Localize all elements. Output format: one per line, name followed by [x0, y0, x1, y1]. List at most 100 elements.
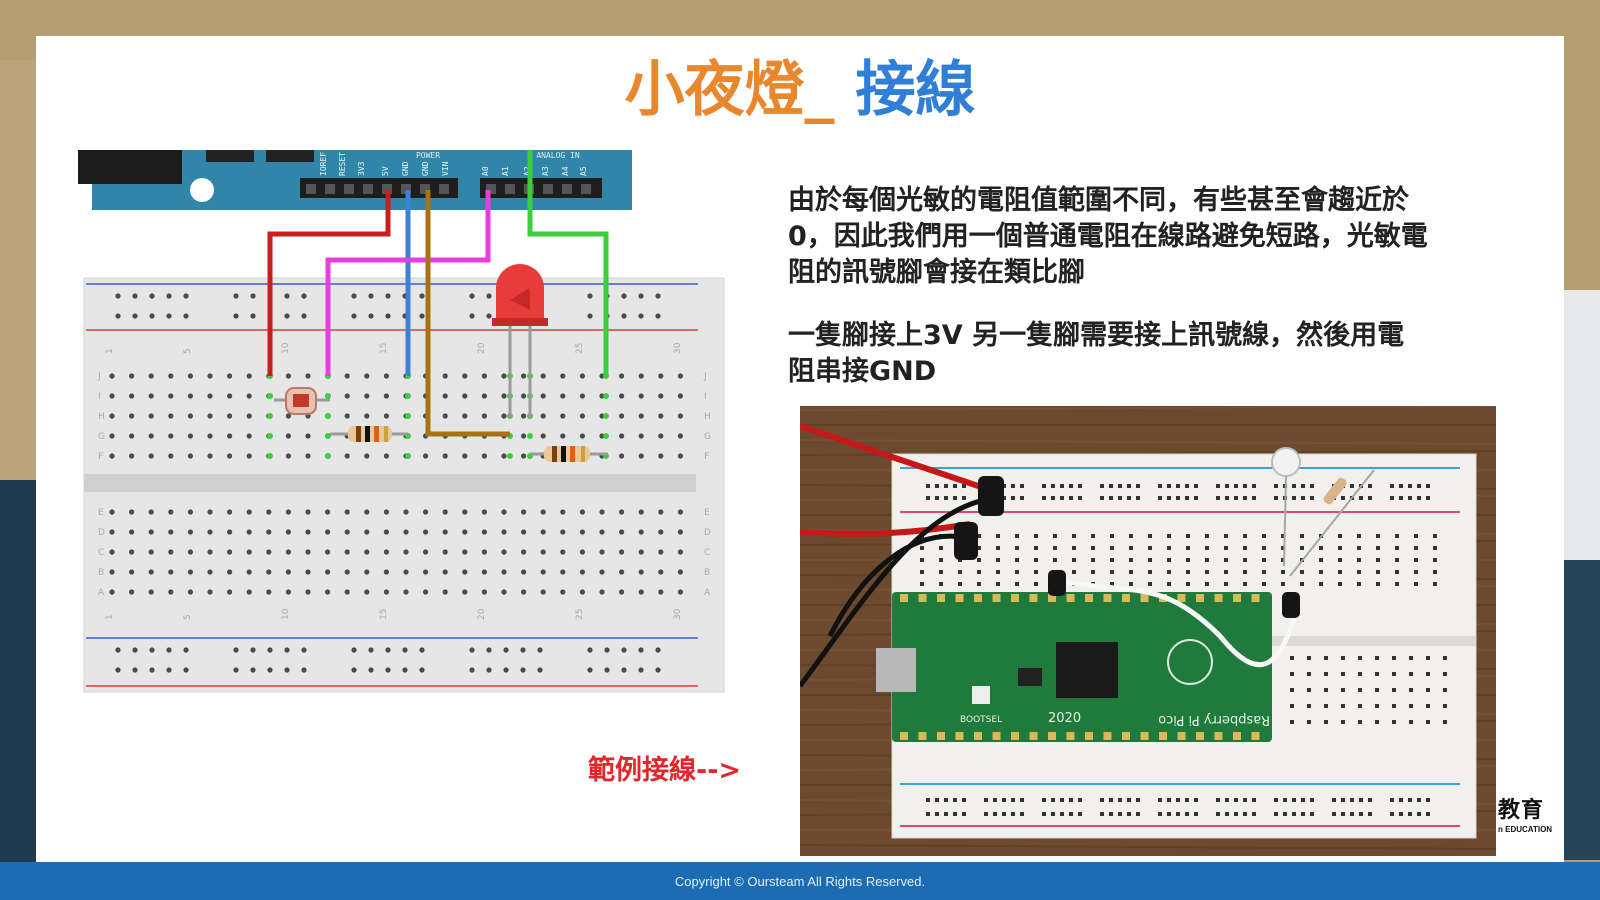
photo-hole: [1072, 570, 1076, 574]
photo-hole: [1185, 798, 1189, 802]
breadboard-hole: [579, 529, 585, 535]
photo-hole: [953, 496, 957, 500]
photo-hole: [1053, 546, 1057, 550]
photo-hole: [993, 812, 997, 816]
header-pin: [363, 184, 373, 194]
rail-hole: [115, 293, 121, 299]
breadboard-hole: [442, 509, 448, 515]
photo-hole: [1414, 546, 1418, 550]
breadboard-hole: [246, 589, 252, 595]
photo-hole: [1443, 704, 1447, 708]
breadboard-hole: [344, 393, 350, 399]
photo-hole: [1324, 672, 1328, 676]
row-letter: A: [98, 588, 105, 598]
breadboard-hole: [364, 453, 370, 459]
breadboard-hole: [129, 509, 135, 515]
photo-hole: [1300, 582, 1304, 586]
breadboard-hole: [148, 373, 154, 379]
breadboard-hole: [599, 549, 605, 555]
photo-hole: [996, 570, 1000, 574]
rail-hole: [284, 313, 290, 319]
column-number: 1: [105, 348, 115, 354]
rail-hole: [537, 667, 543, 673]
photo-hole: [1011, 812, 1015, 816]
photo-wire-black-2: [800, 495, 997, 688]
breadboard-hole: [383, 569, 389, 575]
rail-hole: [301, 647, 307, 653]
breadboard-hole: [638, 373, 644, 379]
connected-hole: [603, 393, 609, 399]
connected-hole: [267, 393, 273, 399]
rail-hole: [132, 647, 138, 653]
photo-hole: [1357, 582, 1361, 586]
photo-hole: [1252, 812, 1256, 816]
breadboard-hole: [462, 509, 468, 515]
header-pin: [562, 184, 572, 194]
breadboard-hole: [129, 549, 135, 555]
photo-hole: [1392, 656, 1396, 660]
breadboard-hole: [344, 373, 350, 379]
column-number: 5: [183, 348, 193, 354]
photo-hole: [1110, 546, 1114, 550]
photo-hole: [1443, 672, 1447, 676]
breadboard-hole: [383, 549, 389, 555]
pico-flash: [1018, 668, 1042, 686]
photo-hole: [1426, 688, 1430, 692]
breadboard-hole: [109, 569, 115, 575]
photo-hole: [1234, 812, 1238, 816]
breadboard-hole: [187, 393, 193, 399]
photo-hole: [1301, 812, 1305, 816]
rail-hole: [149, 667, 155, 673]
breadboard-hole: [285, 413, 291, 419]
breadboard-hole: [560, 589, 566, 595]
breadboard-hole: [677, 433, 684, 439]
photo-hole: [1408, 812, 1412, 816]
photo-hole: [1205, 534, 1209, 538]
photo-hole: [1281, 546, 1285, 550]
photo-hole: [1205, 558, 1209, 562]
photo-hole: [1136, 496, 1140, 500]
row-letter: E: [98, 508, 104, 518]
breadboard-hole: [638, 413, 644, 419]
photo-hole: [1338, 534, 1342, 538]
photo-hole: [1390, 798, 1394, 802]
breadboard-hole: [305, 569, 311, 575]
breadboard-hole: [109, 413, 115, 419]
breadboard-hole: [442, 589, 448, 595]
photo-hole: [1060, 484, 1064, 488]
breadboard-hole: [638, 453, 644, 459]
row-letter: F: [98, 452, 103, 462]
photo-hole: [1243, 570, 1247, 574]
column-number: 5: [183, 614, 193, 620]
photo-hole: [1034, 558, 1038, 562]
rail-hole: [587, 313, 593, 319]
breadboard-hole: [579, 413, 585, 419]
breadboard-hole: [227, 529, 233, 535]
rail-hole: [368, 647, 374, 653]
photo-hole: [1034, 582, 1038, 586]
pico-pin: [974, 594, 982, 602]
rail-hole: [385, 647, 391, 653]
photo-hole: [1375, 720, 1379, 724]
photo-hole: [1290, 672, 1294, 676]
pico-usb-port: [876, 648, 916, 692]
rail-hole: [604, 667, 610, 673]
rail-hole: [267, 647, 273, 653]
photo-hole: [977, 570, 981, 574]
photo-jumper-2: [954, 522, 978, 560]
row-letter: C: [98, 548, 104, 558]
photo-hole: [984, 798, 988, 802]
photo-hole: [1375, 704, 1379, 708]
rail-hole: [402, 667, 408, 673]
photo-hole: [1319, 558, 1323, 562]
photo-hole: [1100, 496, 1104, 500]
photo-hole: [1053, 558, 1057, 562]
breadboard-hole: [364, 509, 370, 515]
photo-hole: [1310, 496, 1314, 500]
column-number: 15: [379, 343, 389, 354]
photo-hole: [1262, 558, 1266, 562]
photo-hole: [1290, 688, 1294, 692]
rail-hole: [587, 647, 593, 653]
pico-pin: [1085, 732, 1093, 740]
photo-hole: [1167, 570, 1171, 574]
